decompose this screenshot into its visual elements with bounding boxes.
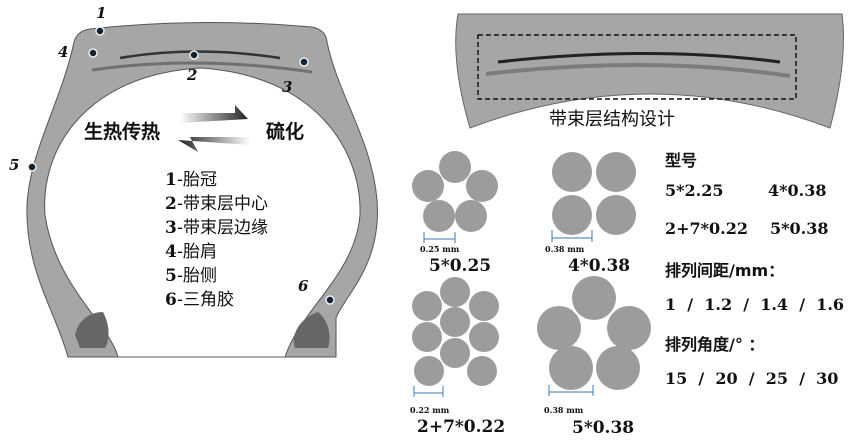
legend-item: 5-胎侧 bbox=[165, 266, 217, 286]
cord-name: 2+7*0.22 bbox=[417, 417, 506, 437]
legend-item: 3-带束层边缘 bbox=[165, 218, 268, 238]
marker-3-label: 3 bbox=[282, 78, 293, 96]
cord-dim: 0.22 mm bbox=[410, 405, 450, 415]
marker-6-label: 6 bbox=[298, 277, 309, 295]
cord-name: 5*0.25 bbox=[429, 256, 492, 276]
model-value: 5*0.38 bbox=[770, 219, 829, 238]
cord-name: 4*0.38 bbox=[568, 256, 631, 276]
model-value: 5*2.25 bbox=[665, 181, 724, 200]
process-heat-generation: 生热传热 bbox=[84, 121, 161, 143]
arrow-left-icon bbox=[178, 137, 250, 152]
cord-5x0.38 bbox=[537, 276, 651, 390]
arrow-right-icon bbox=[180, 105, 248, 123]
cord-2+7x0.22 bbox=[412, 277, 499, 386]
belt-section bbox=[455, 13, 844, 129]
legend-item: 1-胎冠 bbox=[165, 170, 217, 190]
model-value: 4*0.38 bbox=[768, 181, 827, 200]
tire-legend: 1-胎冠 2-带束层中心 3-带束层边缘 4-胎肩 5-胎侧 6-三角胶 bbox=[165, 168, 268, 312]
cord-dim: 0.38 mm bbox=[544, 405, 584, 415]
marker-5-label: 5 bbox=[9, 156, 20, 174]
legend-item: 2-带束层中心 bbox=[165, 194, 268, 214]
model-label: 型号 bbox=[665, 151, 698, 170]
marker-dots bbox=[27, 26, 335, 305]
cord-5x0.25 bbox=[412, 151, 498, 232]
marker-4-dot bbox=[88, 48, 98, 58]
marker-5-dot bbox=[27, 162, 37, 172]
belt-highlight-box bbox=[477, 34, 797, 100]
marker-3-dot bbox=[299, 57, 309, 67]
cord-dim: 0.38 mm bbox=[545, 244, 585, 254]
marker-1-dot bbox=[95, 26, 105, 36]
marker-6-dot bbox=[325, 295, 335, 305]
legend-item: 4-胎肩 bbox=[165, 242, 217, 262]
dimension-lines bbox=[413, 230, 594, 397]
cord-cross-sections bbox=[412, 151, 651, 390]
marker-2-dot bbox=[189, 50, 199, 60]
process-vulcanization: 硫化 bbox=[266, 121, 305, 143]
marker-4-label: 4 bbox=[58, 43, 69, 61]
model-value: 2+7*0.22 bbox=[665, 219, 749, 238]
angle-values: 15 / 20 / 25 / 30 bbox=[665, 369, 839, 388]
spacing-label: 排列间距/mm： bbox=[665, 261, 785, 280]
marker-1-label: 1 bbox=[96, 4, 107, 22]
cord-dim: 0.25 mm bbox=[420, 244, 460, 254]
marker-2-label: 2 bbox=[187, 66, 198, 84]
legend-item: 6-三角胶 bbox=[165, 290, 234, 310]
tire-cross-section bbox=[26, 21, 378, 358]
cord-4x0.38 bbox=[552, 152, 636, 235]
spacing-values: 1 / 1.2 / 1.4 / 1.6 bbox=[665, 295, 845, 314]
cord-name: 5*0.38 bbox=[572, 418, 635, 438]
angle-label: 排列角度/° ： bbox=[665, 335, 765, 354]
belt-title: 带束层结构设计 bbox=[549, 109, 675, 130]
